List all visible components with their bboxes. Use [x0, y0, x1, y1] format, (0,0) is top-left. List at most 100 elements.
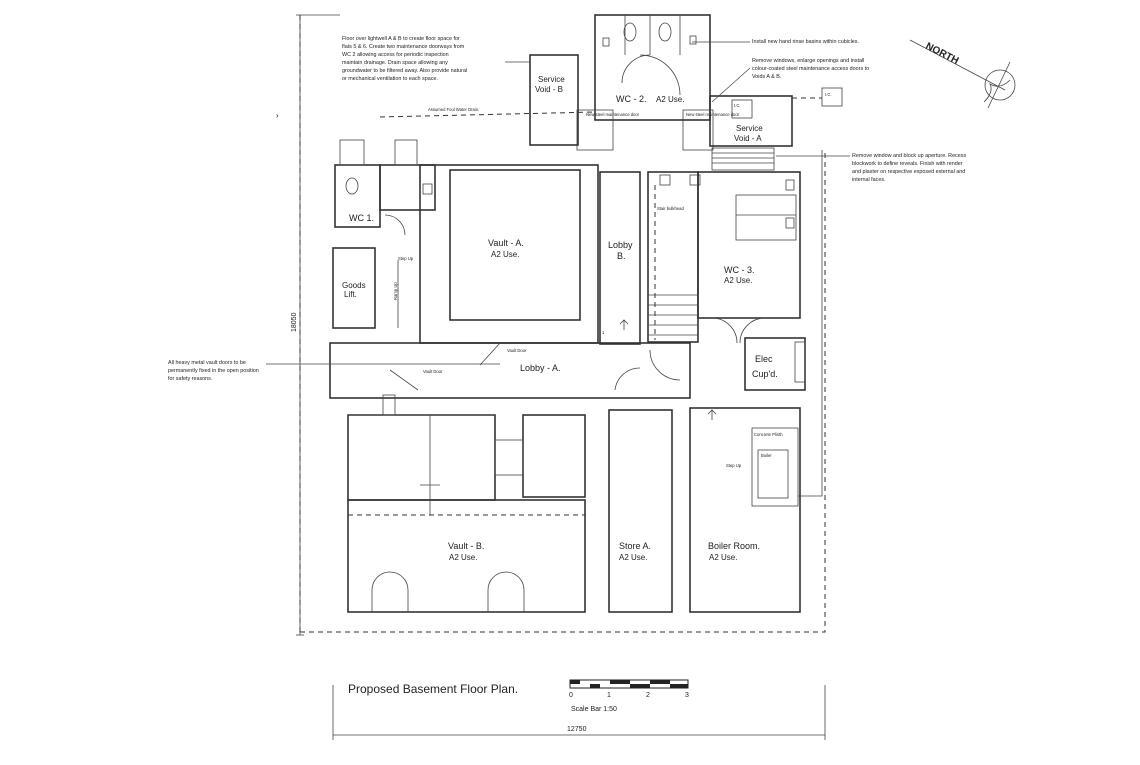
scale-tick-2: 2 — [646, 692, 650, 699]
lobby-a-room: Lobby - A. Vault Door Vault Door — [329, 342, 691, 399]
note-lightwell-line-2: flats 5 & 6. Create two maintenance door… — [342, 44, 465, 50]
scale-tick-0: 0 — [569, 692, 573, 699]
width-dimension-label: 12750 — [567, 726, 587, 733]
vault-a-label: Vault - A. — [488, 238, 524, 248]
elec-sub: Cup'd. — [752, 369, 778, 379]
note-windows: Remove windows, enlarge openings and ins… — [711, 58, 871, 103]
svg-text:Remove window and block up ape: Remove window and block up aperture. Rec… — [852, 153, 968, 183]
lobby-b-room: Lobby B. 1 — [599, 171, 641, 345]
svg-text:1: 1 — [602, 330, 605, 335]
wc-2-use: A2 Use. — [656, 95, 684, 104]
new-door-label-right: New steel maintenance door — [686, 112, 740, 117]
step-up-label-wc1: Step Up — [398, 256, 414, 261]
svg-text:Remove windows, enlarge openin: Remove windows, enlarge openings and ins… — [752, 58, 871, 80]
note-windows-line-3: Voids A & B. — [752, 74, 781, 80]
service-void-a-label: Service — [736, 124, 763, 133]
service-void-a-sub: Void - A — [734, 134, 762, 143]
ic-label: I.C. — [734, 103, 741, 108]
service-void-b: Service Void - B — [529, 54, 579, 146]
note-lightwell-line-3: WC 2 allowing access for periodic inspec… — [342, 52, 449, 58]
note-windows-line-1: Remove windows, enlarge openings and ins… — [752, 58, 864, 64]
scale-tick-1: 1 — [607, 692, 611, 699]
note-aperture-line-2: blockwork to define reveals. Finish with… — [852, 161, 963, 167]
boiler-room-label: Boiler Room. — [708, 541, 760, 551]
stair-corridor: Stair bulkhead — [647, 171, 701, 343]
service-void-a: I.C. Service Void - A — [709, 95, 793, 171]
note-aperture: Remove window and block up aperture. Rec… — [776, 153, 968, 183]
elec-label: Elec — [755, 354, 773, 364]
goods-lift: Goods Lift. Ramp Up — [332, 247, 399, 329]
svg-text:Floor over lightwell A & B to: Floor over lightwell A & B to create flo… — [342, 36, 469, 82]
vault-b-arch — [371, 571, 409, 612]
vault-b-arch — [487, 571, 525, 612]
north-label: NORTH — [924, 41, 961, 67]
store-a-label: Store A. — [619, 541, 651, 551]
height-dimension-label: 18050 — [291, 312, 298, 332]
elec-cupboard: Elec Cup'd. — [744, 337, 806, 391]
vault-b-label: Vault - B. — [448, 541, 484, 551]
lobby-a-label: Lobby - A. — [520, 363, 561, 373]
boiler-unit-label: Boiler — [761, 453, 772, 458]
scale-label: Scale Bar 1:50 — [571, 706, 617, 713]
boiler-unit-icon — [757, 449, 789, 499]
plan-title: Proposed Basement Floor Plan. — [348, 682, 518, 696]
note-aperture-line-4: internal faces. — [852, 177, 886, 183]
boiler-room-use: A2 Use. — [709, 553, 737, 562]
note-windows-line-2: colour-coated steel maintenance access d… — [752, 66, 869, 72]
concrete-plinth — [751, 427, 799, 507]
drain-label: Assumed Foul Water Drain. — [428, 107, 479, 112]
wc-1-basin-icon — [422, 183, 433, 195]
store-a-use: A2 Use. — [619, 553, 647, 562]
store-a-room: Store A. A2 Use. — [608, 409, 673, 613]
boiler-room: Concrete Plinth Boiler Step Up Boiler Ro… — [689, 150, 823, 613]
service-void-b-sub: Void - B — [535, 85, 563, 94]
note-basins-line-1: Install new hand rinse basins within cub… — [752, 39, 859, 45]
wc-2-room: WC - 2. A2 Use. New steel maintenance do… — [576, 14, 740, 151]
service-void-b-label: Service — [538, 75, 565, 84]
vault-door-open-icon — [389, 369, 419, 391]
wc-3-use: A2 Use. — [724, 276, 752, 285]
note-basins: Install new hand rinse basins within cub… — [692, 39, 859, 45]
wc-2-label: WC - 2. — [616, 94, 647, 104]
vault-door-label-2: Vault Door — [423, 369, 443, 374]
wc-1-room: WC 1. Step Up — [334, 139, 436, 261]
note-vault-doors-line-3: for safety reasons. — [168, 376, 212, 382]
lobby-b-arrow-icon — [619, 319, 629, 330]
stair-bulkhead-label: Stair bulkhead — [657, 206, 684, 211]
note-aperture-line-1: Remove window and block up aperture. Rec… — [852, 153, 966, 159]
title-block: Proposed Basement Floor Plan. 12750 — [332, 682, 826, 740]
dimension-tick-mark: › — [276, 111, 279, 120]
wc-1-toilet-icon — [345, 177, 359, 195]
note-lightwell-line-4: maintain drainage. Drain space allowing … — [342, 60, 448, 66]
note-aperture-line-3: and plaster on respective exposed extern… — [852, 169, 965, 175]
lobby-b-sub: B. — [617, 251, 626, 261]
vault-door-open-icon — [479, 342, 501, 366]
note-vault-doors: All heavy metal vault doors to be perman… — [168, 360, 500, 382]
scale-bar: 0 1 2 3 Scale Bar 1:50 — [569, 679, 689, 713]
note-vault-doors-line-2: permanently fixed in the open position — [168, 368, 259, 374]
svg-text:All heavy metal vault doors to: All heavy metal vault doors to be perman… — [168, 360, 260, 382]
wc-toilet-icon — [623, 22, 637, 42]
note-vault-doors-line-1: All heavy metal vault doors to be — [168, 360, 246, 366]
wc-1-label: WC 1. — [349, 213, 374, 223]
boiler-arrow-icon — [707, 409, 717, 420]
lobby-b-label: Lobby — [608, 240, 633, 250]
step-up-label-boiler: Step Up — [726, 463, 742, 468]
goods-lift-sub: Lift. — [344, 290, 357, 299]
wc-3-label: WC - 3. — [724, 265, 755, 275]
external-inspection-chamber: I.C. — [792, 87, 843, 107]
note-lightwell-line-6: or mechanical ventilation to each space. — [342, 76, 438, 82]
ramp-up-label: Ramp Up — [393, 282, 398, 300]
vault-b-use: A2 Use. — [449, 553, 477, 562]
north-arrow: NORTH — [909, 39, 1016, 109]
note-lightwell-line-1: Floor over lightwell A & B to create flo… — [342, 36, 460, 42]
external-ic-label: I.C. — [825, 92, 832, 97]
boundary-line — [299, 15, 826, 633]
concrete-plinth-label: Concrete Plinth — [754, 432, 783, 437]
new-door-label-left: New steel maintenance door — [586, 112, 640, 117]
goods-lift-label: Goods — [342, 281, 366, 290]
note-lightwell-line-5: groundwater to be filtered away. Also pr… — [342, 68, 467, 74]
compass-icon — [984, 69, 1016, 101]
vault-a-room: Vault - A. A2 Use. — [419, 164, 599, 344]
